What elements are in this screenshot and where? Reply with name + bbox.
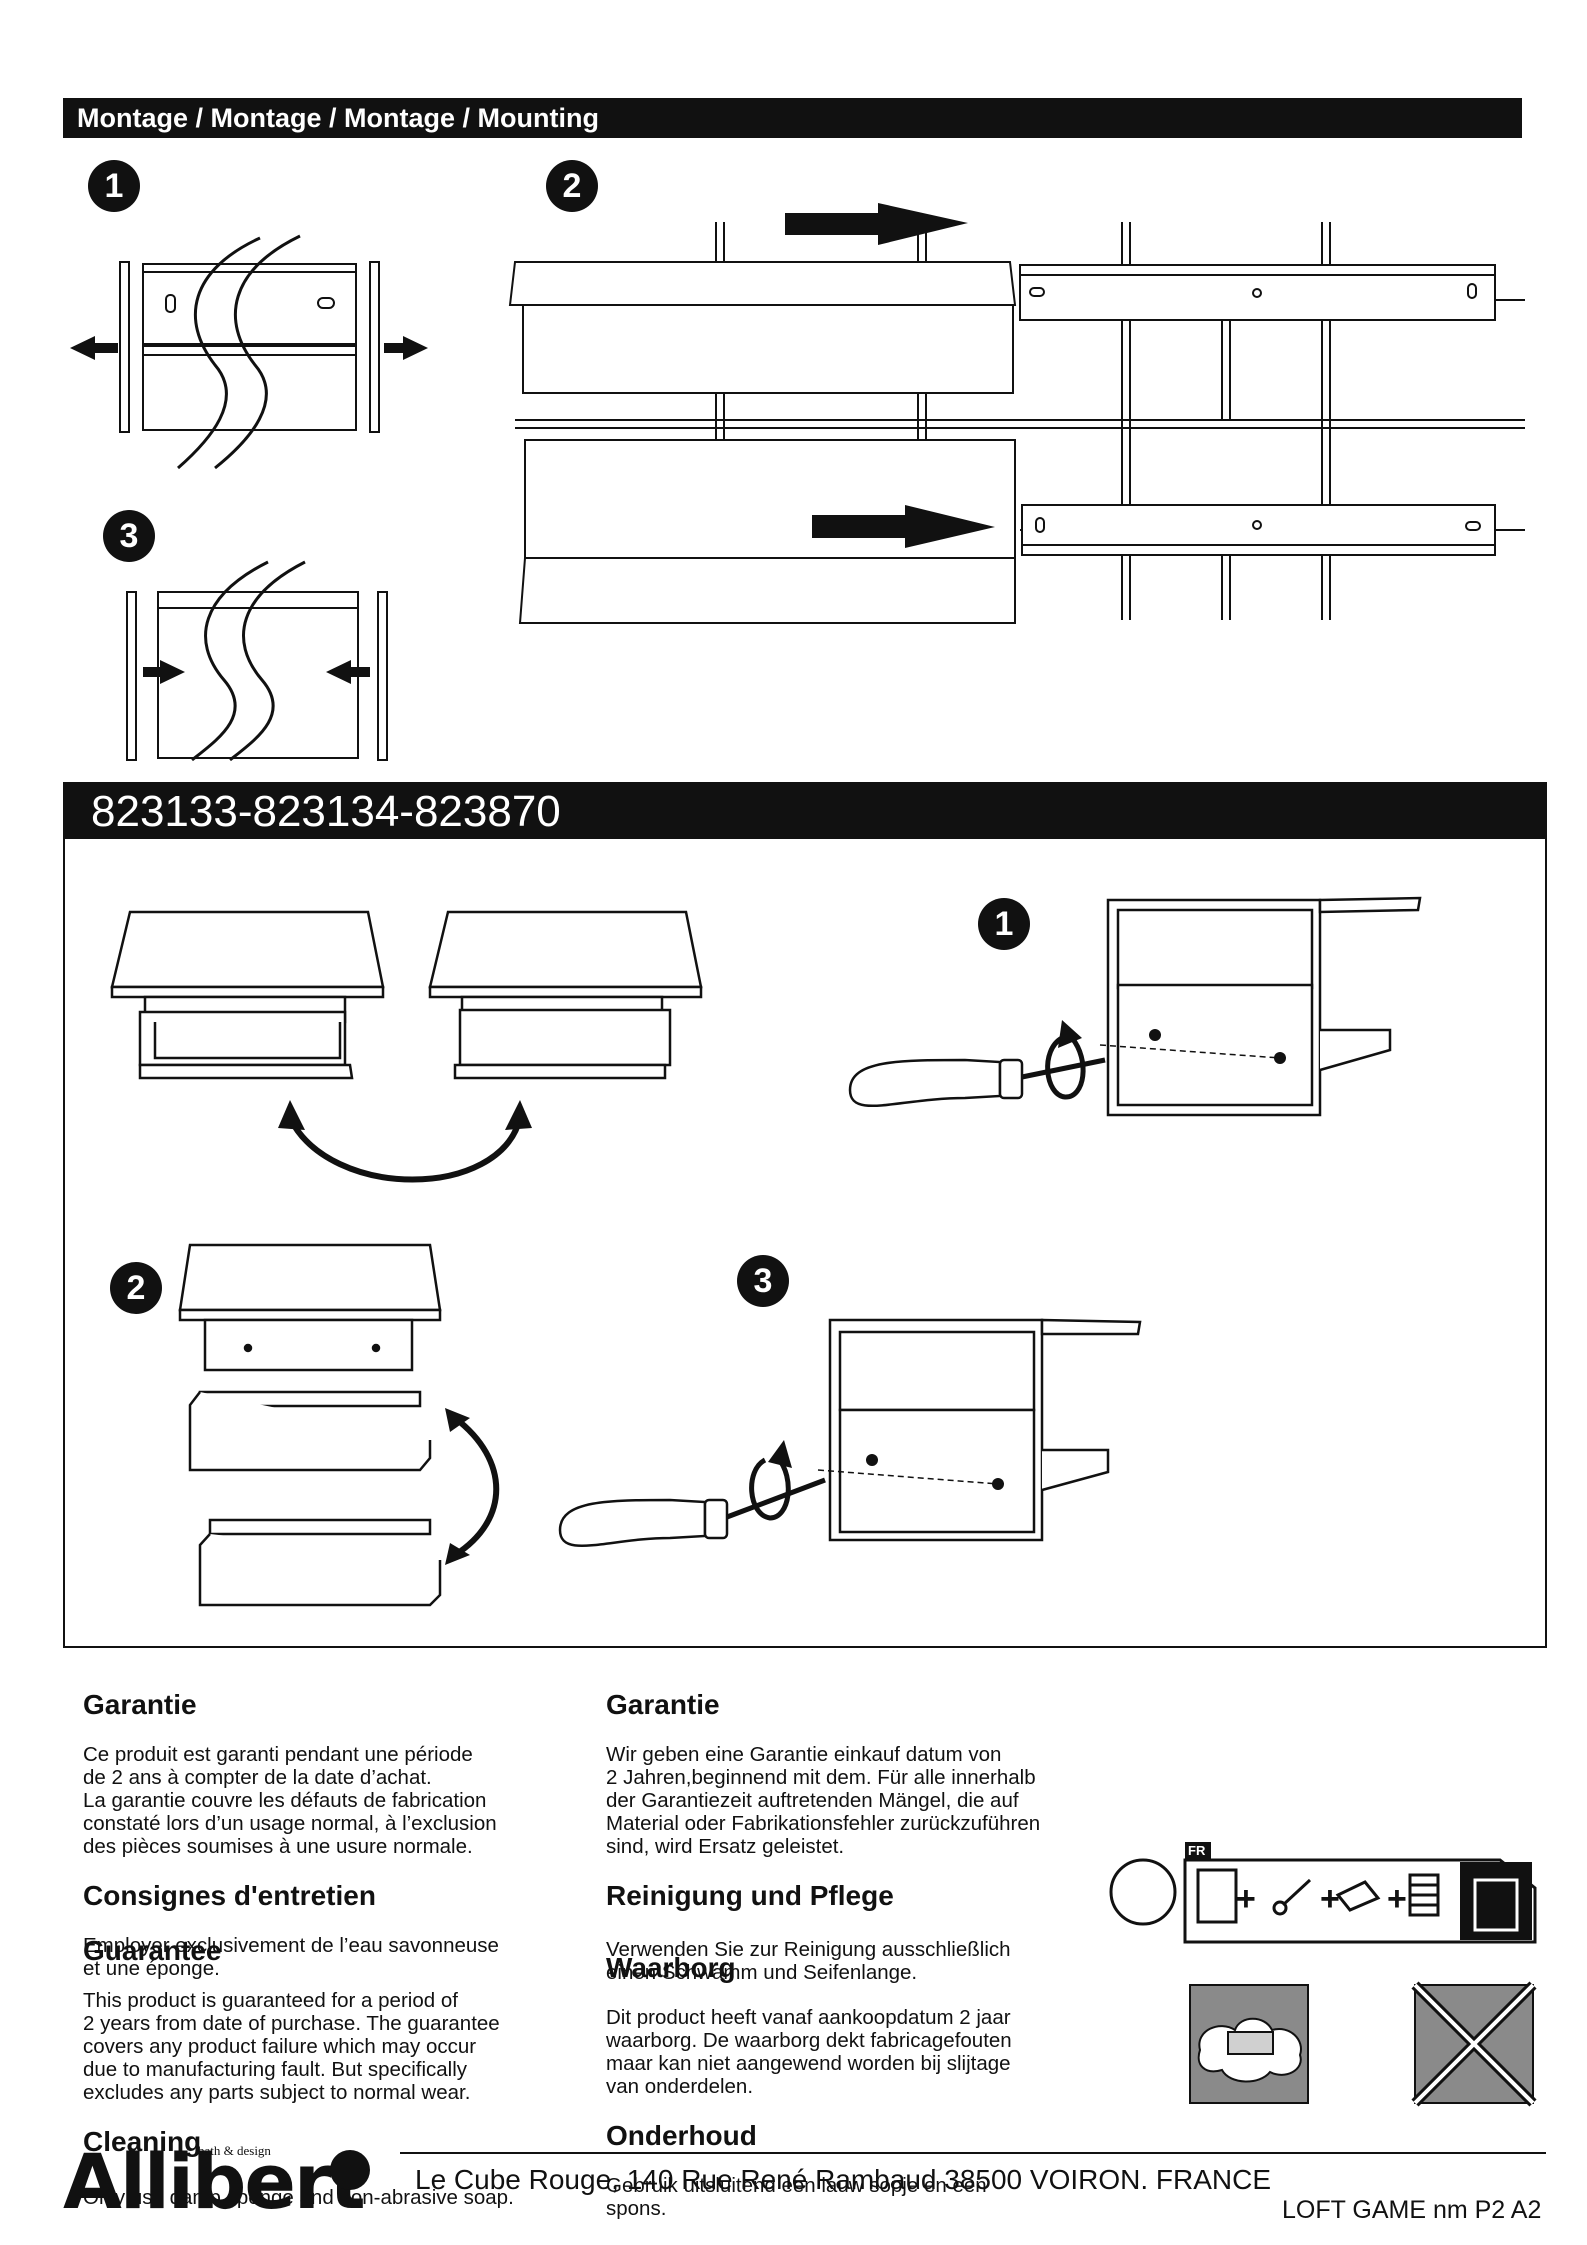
svg-text:+: +	[1320, 1880, 1340, 1918]
svg-text:+: +	[1387, 1880, 1407, 1918]
step3-unit	[828, 1318, 1142, 1542]
arrow-left-icon	[70, 336, 118, 360]
step1-figure	[119, 234, 380, 470]
triman-icon	[1109, 1858, 1177, 1926]
nl-text: Waarborg Dit product heeft vanaf aankoop…	[606, 1930, 1146, 2243]
de-warranty-title: Garantie	[606, 1689, 720, 1720]
de-warranty-body: Wir geben eine Garantie einkauf datum vo…	[606, 1743, 1041, 1858]
mounting-illustrations	[70, 203, 1525, 762]
fr-care-title: Consignes d'entretien	[83, 1880, 376, 1911]
holder-b	[428, 910, 703, 1080]
nl-care-title: Onderhoud	[606, 2120, 757, 2151]
nl-warranty-title: Waarborg	[606, 1952, 736, 1983]
swap-arrow-icon	[287, 1116, 523, 1558]
assembly-step-badge-1: 1	[978, 898, 1030, 950]
brand-logo: Allibert	[63, 2137, 366, 2226]
arrow-right-icon	[384, 336, 428, 360]
brand-tagline: bath & design	[198, 2143, 271, 2158]
screwdriver-icon	[848, 1057, 1106, 1107]
de-care-body: Verwenden Sie zur Reinigung ausschließli…	[606, 1938, 1011, 1984]
en-warranty-title: Guarantee	[83, 1935, 222, 1966]
arrow-left-icon	[326, 660, 370, 684]
en-care-title: Cleaning	[83, 2126, 202, 2157]
nl-care-body: Gebruik uitsluitend een lauw sopje en ee…	[606, 2174, 987, 2220]
brand-mark-icon	[330, 2150, 370, 2190]
holder-a	[110, 910, 385, 1080]
rotate-arrow-icon	[749, 1035, 1086, 1521]
model-codes: 823133-823134-823870	[63, 782, 1547, 838]
step-badge-3: 3	[103, 510, 155, 562]
svg-text:+: +	[1236, 1880, 1256, 1918]
mounting-header: Montage / Montage / Montage / Mounting	[63, 98, 1522, 138]
assembly-panel	[63, 837, 1547, 1648]
en-warranty-body: This product is guaranteed for a period …	[83, 1989, 500, 2104]
step1-unit	[1106, 896, 1422, 1117]
fr-text: Garantie Ce produit est garanti pendant …	[83, 1667, 603, 2003]
footer-divider	[400, 2152, 1546, 2154]
arrow-right-icon	[785, 203, 968, 245]
fr-care-body: Employer exclusivement de l’eau savonneu…	[83, 1934, 499, 1980]
en-care-body: Only use damp sponge and non-abrasive so…	[83, 2186, 514, 2209]
assembly-step-badge-3: 3	[737, 1255, 789, 1307]
step-badge-2: 2	[546, 160, 598, 212]
nl-warranty-body: Dit product heeft vanaf aankoopdatum 2 j…	[606, 2006, 1012, 2098]
company-address: Le Cube Rouge, 140 Rue René Rambaud 3850…	[415, 2164, 1272, 2195]
document-reference: LOFT GAME nm P2 A2	[1282, 2196, 1542, 2224]
assembly-illustrations	[110, 896, 1422, 1607]
fr-warranty-title: Garantie	[83, 1689, 197, 1720]
recycle-bin-icon	[1460, 1862, 1532, 1940]
assembly-step-badge-2: 2	[110, 1262, 162, 1314]
country-badge: FR	[1188, 1843, 1206, 1858]
arrow-right-icon	[812, 505, 995, 548]
screwdriver-icon	[558, 1477, 826, 1547]
step2-parts	[178, 1243, 442, 1607]
de-care-title: Reinigung und Pflege	[606, 1880, 894, 1911]
arrow-right-icon	[143, 660, 185, 684]
de-text: Garantie Wir geben eine Garantie einkauf…	[606, 1667, 1146, 2007]
en-text: Guarantee This product is guaranteed for…	[83, 1913, 603, 2232]
fr-warranty-body: Ce produit est garanti pendant une pério…	[83, 1743, 497, 1858]
step-badge-1: 1	[88, 160, 140, 212]
